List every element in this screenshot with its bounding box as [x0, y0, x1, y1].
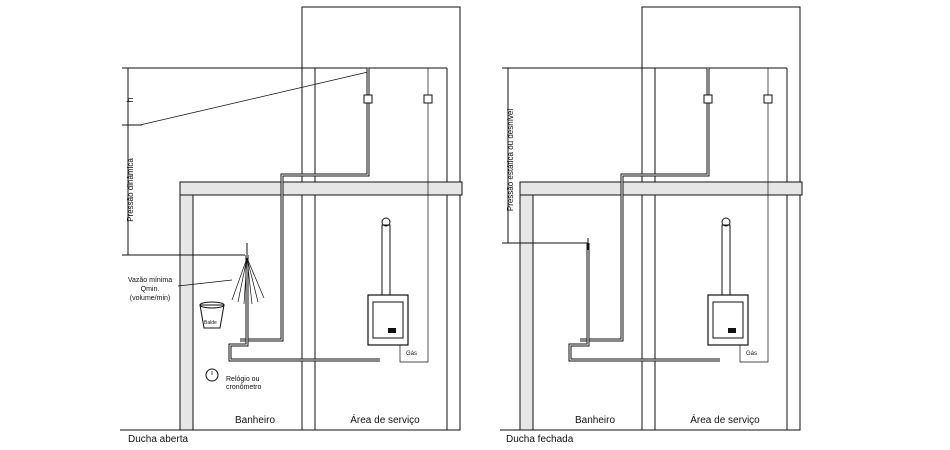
heater-display — [388, 328, 396, 333]
caption-open: Ducha aberta — [128, 434, 188, 445]
water-heater — [707, 294, 749, 346]
service-area-label: Área de serviço — [690, 413, 760, 426]
valve — [703, 94, 713, 104]
clock-label-line2: cronômetro — [226, 384, 262, 391]
bathroom-label: Banheiro — [575, 415, 615, 426]
upper-wall-outline — [301, 6, 461, 431]
flow-label-line3: (volume/min) — [130, 295, 170, 302]
gas-label: Gás — [746, 351, 757, 357]
cold-water-pipe — [240, 68, 370, 342]
hydraulic-gradient-line — [139, 71, 369, 126]
height-label: h — [125, 97, 135, 102]
upper-wall-outline — [641, 6, 801, 431]
heater-display — [728, 328, 736, 333]
flow-label-line1: Vazão mínima — [128, 277, 172, 284]
panel-closed-shower: Pressão estática ou desnível Gás Banheir… — [500, 6, 803, 445]
panel-open-shower: h Pressão dinâmica Gás Balde Relógio ou … — [120, 6, 463, 445]
service-area-label: Área de serviço — [350, 413, 420, 426]
valve — [363, 94, 373, 104]
left-wall — [179, 194, 194, 431]
gas-valve — [423, 94, 433, 104]
bucket-label: Balde — [204, 320, 217, 326]
gas-label: Gás — [406, 351, 417, 357]
gas-valve — [763, 94, 773, 104]
water-spray — [231, 257, 265, 305]
flow-label-line2: Qmin. — [141, 286, 160, 293]
caption-closed: Ducha fechada — [506, 434, 574, 445]
heater-flue — [721, 224, 731, 296]
bathroom-label: Banheiro — [235, 415, 275, 426]
floor-slab — [519, 181, 803, 196]
hot-water-pipe — [568, 243, 720, 362]
clock-icon — [205, 368, 219, 382]
floor-slab — [179, 181, 463, 196]
cold-water-pipe — [580, 68, 710, 342]
bucket-icon — [199, 304, 225, 329]
heater-flue — [381, 224, 391, 296]
clock-label-line1: Relógio ou — [226, 376, 260, 383]
water-heater — [367, 294, 409, 346]
pressure-label: Pressão dinâmica — [126, 158, 135, 222]
pressure-label: Pressão estática ou desnível — [506, 109, 515, 212]
left-wall — [519, 194, 534, 431]
